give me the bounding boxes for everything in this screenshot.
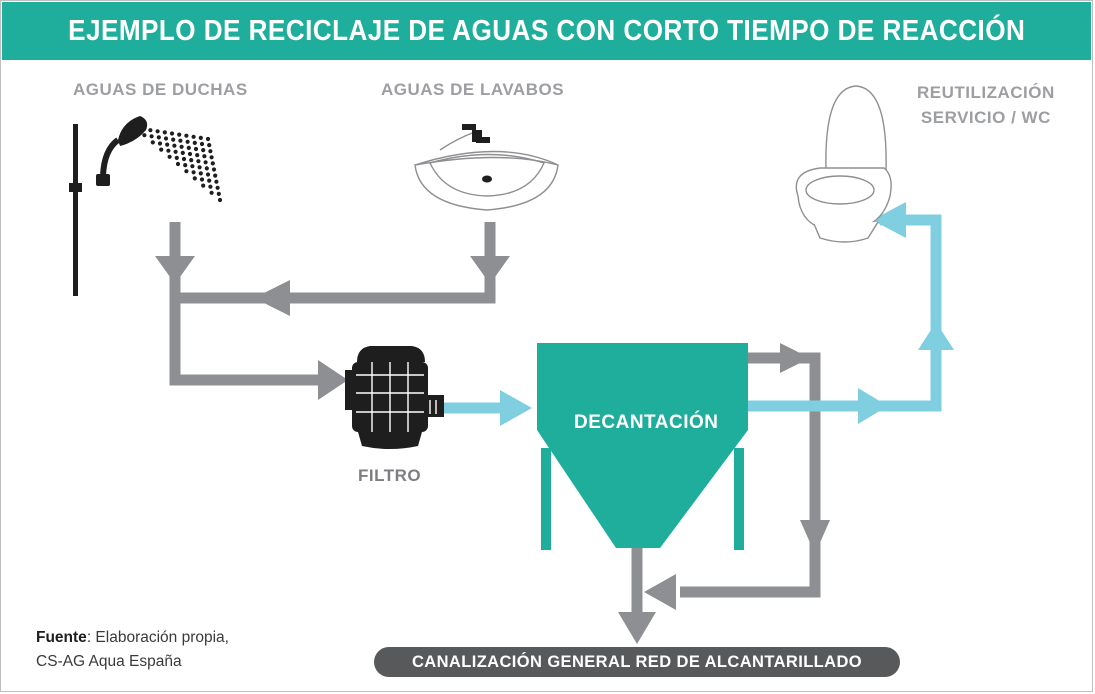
arrow-down-sewer — [618, 612, 656, 644]
source-note-line1: Fuente: Elaboración propia, — [36, 626, 229, 650]
tank-to-wc-pipe — [748, 214, 942, 412]
showers-label: AGUAS DE DUCHAS — [73, 80, 248, 99]
arrow-down-sink — [470, 256, 510, 284]
sink-drain-pipe — [290, 222, 496, 304]
decantation-label: DECANTACIÓN — [574, 412, 719, 433]
reuse-label-line2: SERVICIO / WC — [920, 108, 1051, 127]
sink-icon — [414, 124, 559, 211]
sewer-network-label: CANALIZACIÓN GENERAL RED DE ALCANTARILLA… — [374, 647, 900, 677]
overflow-pipe — [748, 352, 821, 548]
arrow-left-wc — [872, 202, 906, 238]
tank-leg-right — [734, 448, 744, 550]
arrow-down-shower — [155, 256, 195, 284]
source-note-bold: Fuente — [36, 629, 87, 646]
arrow-down-overflow — [800, 520, 830, 554]
filter-icon — [345, 346, 444, 449]
tank-body — [537, 343, 748, 548]
shower-spray — [133, 125, 223, 203]
arrow-up-reuse — [918, 322, 954, 350]
arrow-left-collector — [254, 280, 290, 316]
reuse-label-line1: REUTILIZACIÓN — [917, 83, 1055, 102]
arrow-right-reuse — [858, 388, 888, 424]
clean-water-arrows — [500, 202, 954, 426]
tank-leg-left — [541, 448, 551, 550]
arrow-right-filter — [318, 360, 348, 400]
arrow-right-tank — [500, 390, 532, 426]
toilet-icon — [795, 85, 892, 243]
source-note-rest: : Elaboración propia, — [86, 629, 229, 646]
decantation-tank-icon — [537, 343, 748, 550]
shower-icon — [69, 116, 223, 296]
reuse-label: REUTILIZACIÓN SERVICIO / WC — [917, 80, 1055, 130]
sewer-label-text: CANALIZACIÓN GENERAL RED DE ALCANTARILLA… — [411, 652, 863, 671]
filter-label: FILTRO — [358, 466, 422, 485]
grey-water-arrows — [155, 256, 830, 644]
source-note: Fuente: Elaboración propia, CS-AG Aqua E… — [36, 626, 229, 674]
arrow-left-return — [644, 574, 676, 610]
arrow-right-overflow — [780, 343, 810, 373]
sinks-label: AGUAS DE LAVABOS — [381, 80, 565, 99]
diagram-title: EJEMPLO DE RECICLAJE DE AGUAS CON CORTO … — [67, 14, 1026, 47]
clean-water-flows — [440, 214, 942, 414]
return-pipe — [680, 548, 821, 598]
title-bar: EJEMPLO DE RECICLAJE DE AGUAS CON CORTO … — [2, 2, 1091, 60]
source-note-line2: CS-AG Aqua España — [36, 653, 182, 670]
